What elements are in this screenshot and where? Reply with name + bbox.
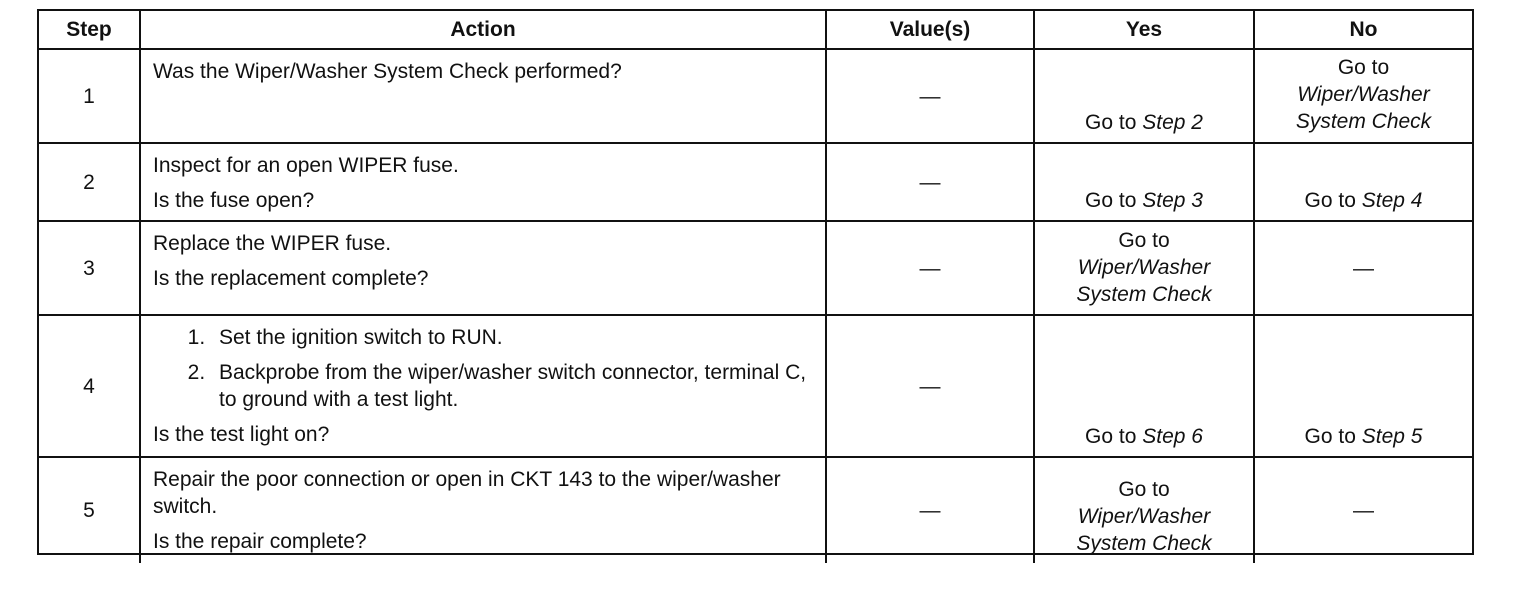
goto-ref-line2: System Check: [1295, 110, 1432, 133]
action-question: Was the Wiper/Washer System Check perfor…: [153, 60, 622, 83]
diagnostic-table: Step Action Value(s) Yes No 1 Was the Wi…: [37, 9, 1474, 563]
action-question: Is the replacement complete?: [153, 267, 429, 290]
action-cell: Was the Wiper/Washer System Check perfor…: [141, 50, 827, 144]
value-cell: —: [827, 144, 1035, 222]
goto-ref-line1: Wiper/Washer: [1297, 83, 1430, 106]
goto-prefix: Go to: [1118, 229, 1170, 252]
goto-prefix: Go to: [1085, 189, 1143, 212]
action-cell: Replace the WIPER fuse. Is the replaceme…: [141, 222, 827, 316]
goto-step-ref: Step 4: [1361, 189, 1423, 212]
step-number: 4: [39, 316, 141, 458]
step-number: 1: [39, 50, 141, 144]
instruction-list: Set the ignition switch to RUN. Backprob…: [153, 324, 813, 413]
yes-cell: Go to Step 6: [1035, 316, 1255, 458]
goto-ref-line1: Wiper/Washer: [1077, 505, 1211, 528]
goto-prefix: Go to: [1118, 478, 1170, 501]
action-cell: Inspect for an open WIPER fuse. Is the f…: [141, 144, 827, 222]
value-cell: —: [827, 458, 1035, 563]
header-yes: Yes: [1035, 11, 1255, 50]
no-cell: Go to Step 5: [1255, 316, 1472, 458]
action-instruction: Repair the poor connection or open in CK…: [153, 468, 781, 518]
value-cell: —: [827, 316, 1035, 458]
goto-prefix: Go to: [1304, 425, 1362, 448]
goto-step-ref: Step 3: [1142, 189, 1203, 212]
step-number: 5: [39, 458, 141, 563]
action-question: Is the test light on?: [153, 423, 330, 446]
header-step: Step: [39, 11, 141, 50]
goto-prefix: Go to: [1304, 189, 1362, 212]
no-cell: Go to Wiper/Washer System Check: [1255, 50, 1472, 144]
action-question: Is the repair complete?: [153, 530, 367, 553]
header-values: Value(s): [827, 11, 1035, 50]
no-dash: —: [1353, 256, 1374, 280]
yes-cell: Go to Step 3: [1035, 144, 1255, 222]
goto-step-ref: Step 5: [1361, 425, 1423, 448]
goto-prefix: Go to: [1085, 111, 1143, 134]
no-cell: —: [1255, 458, 1472, 563]
action-cell: Set the ignition switch to RUN. Backprob…: [141, 316, 827, 458]
step-number: 2: [39, 144, 141, 222]
goto-ref-line1: Wiper/Washer: [1077, 256, 1211, 279]
list-item: Set the ignition switch to RUN.: [211, 324, 813, 351]
header-no: No: [1255, 11, 1472, 50]
list-item: Backprobe from the wiper/washer switch c…: [211, 359, 813, 413]
goto-step-ref: Step 6: [1142, 425, 1203, 448]
yes-cell: Go to Wiper/Washer System Check: [1035, 222, 1255, 316]
yes-cell: Go to Step 2: [1035, 50, 1255, 144]
step-number: 3: [39, 222, 141, 316]
goto-ref-line2: System Check: [1076, 532, 1212, 555]
action-question: Is the fuse open?: [153, 189, 315, 212]
value-cell: —: [827, 50, 1035, 144]
action-cell: Repair the poor connection or open in CK…: [141, 458, 827, 563]
value-cell: —: [827, 222, 1035, 316]
no-cell: Go to Step 4: [1255, 144, 1472, 222]
no-dash: —: [1353, 499, 1374, 522]
goto-prefix: Go to: [1337, 56, 1390, 79]
goto-ref-line2: System Check: [1076, 283, 1212, 306]
header-action: Action: [141, 11, 827, 50]
action-instruction: Replace the WIPER fuse.: [153, 232, 392, 255]
goto-step-ref: Step 2: [1142, 111, 1203, 134]
goto-prefix: Go to: [1085, 425, 1143, 448]
yes-cell: Go to Wiper/Washer System Check: [1035, 458, 1255, 563]
no-cell: —: [1255, 222, 1472, 316]
action-instruction: Inspect for an open WIPER fuse.: [153, 154, 459, 177]
